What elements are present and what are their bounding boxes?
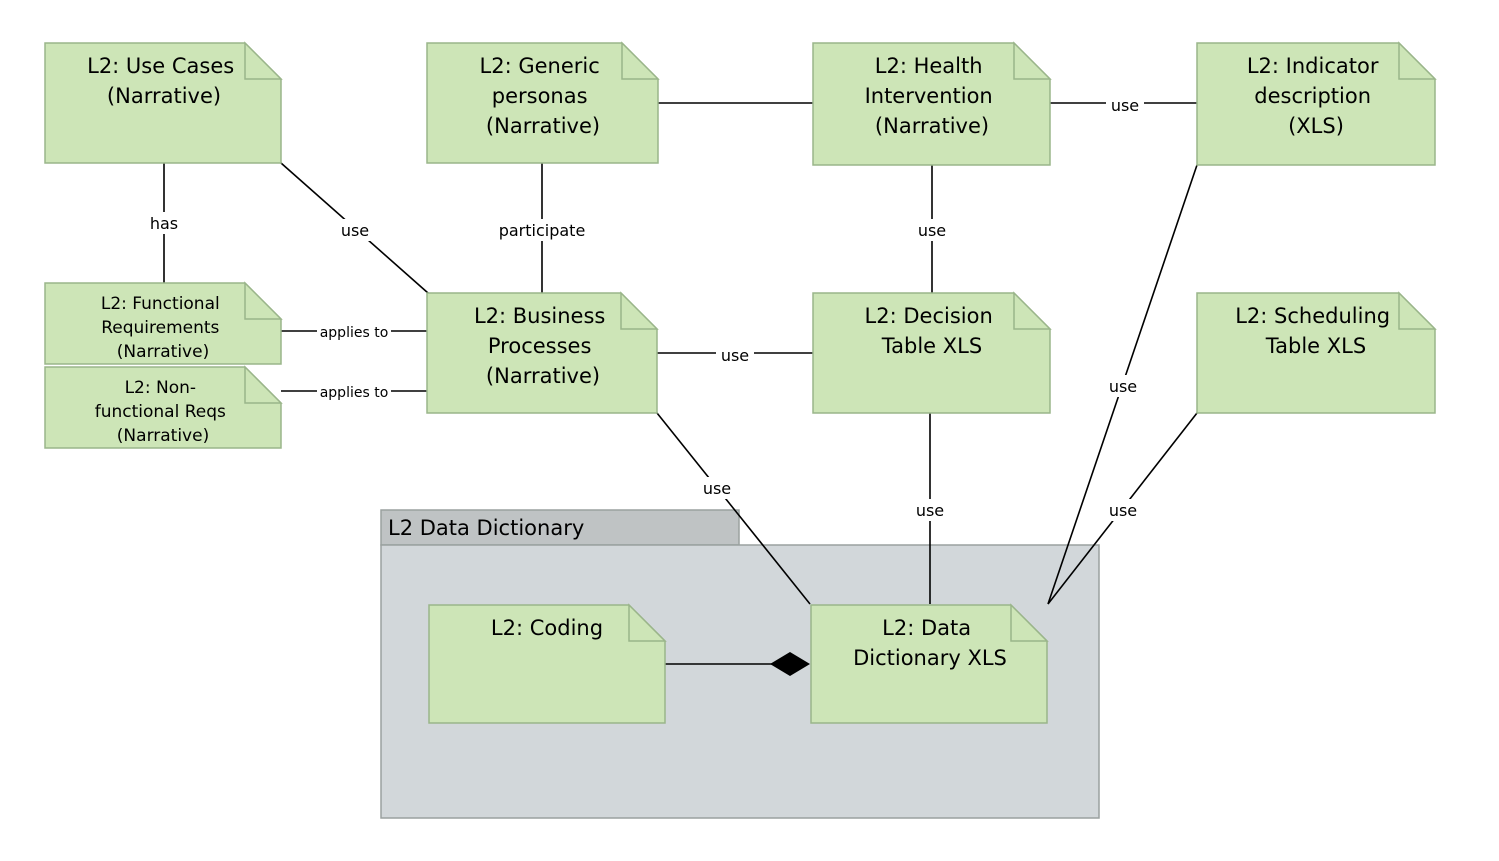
note-line: (Narrative) [117,342,209,362]
label-use-business-decision: use [721,346,749,365]
svg-text:L2: Business Processes: L2: Business Processes (Narrative) [474,304,612,388]
package-tab [380,509,740,546]
package-title: L2 Data Dictionary [388,516,584,540]
label-use-usecases-business: use [341,221,369,240]
note-line: (Narrative) [117,426,209,446]
label-applies-to-functional: applies to [320,325,389,341]
label-applies-to-nonfunctional: applies to [320,385,389,401]
connector-labels: has use participate use use applies to a… [144,94,1144,521]
svg-text:L2: Generic personas: L2: Generic personas (Narrative) [480,54,607,138]
label-use-decision-datadict: use [916,501,944,520]
svg-text:L2: Functional Requireme: L2: Functional Requirements (Narrative) [101,294,225,362]
svg-text:L2: Non- functional Reqs: L2: Non- functional Reqs (Narrative) [95,378,232,446]
svg-text:L2: Decision Table XLS: L2: Decision Table XLS [865,304,1000,358]
note-line: (Narrative) [107,84,221,108]
note-line: L2: Health [875,54,983,78]
edge-business-datadict [656,412,811,605]
label-use-business-datadict: use [703,479,731,498]
note-line: L2: Business [474,304,605,328]
note-health-intervention[interactable]: L2: Health Intervention (Narrative) [812,41,1052,166]
note-line: L2: Data [882,616,971,640]
note-line: L2: Non- [125,378,196,398]
note-line: L2: Functional [101,294,220,314]
note-indicator-description[interactable]: L2: Indicator description (XLS) [1196,41,1437,166]
note-line: (Narrative) [875,114,989,138]
label-has: has [150,214,178,233]
note-line: description [1254,84,1371,108]
note-line: L2: Coding [491,616,603,640]
svg-text:L2: Indicator descriptio: L2: Indicator description (XLS) [1247,54,1385,138]
note-line: L2: Scheduling [1235,304,1390,328]
note-line: (XLS) [1288,114,1344,138]
note-line: Requirements [101,318,219,338]
note-line: (Narrative) [486,114,600,138]
note-line: L2: Generic [480,54,600,78]
note-generic-personas[interactable]: L2: Generic personas (Narrative) [426,41,660,164]
note-line: Table XLS [881,334,982,358]
note-line: Processes [488,334,592,358]
note-coding[interactable]: L2: Coding [428,603,667,724]
svg-text:L2: Data Dictionary XLS: L2: Data Dictionary XLS [853,616,1007,670]
note-use-cases[interactable]: L2: Use Cases (Narrative) [44,41,283,164]
svg-text:L2: Scheduling Table XLS: L2: Scheduling Table XLS [1235,304,1397,358]
note-line: L2: Decision [865,304,993,328]
note-functional-requirements[interactable]: L2: Functional Requirements (Narrative) [44,281,283,365]
note-business-processes[interactable]: L2: Business Processes (Narrative) [426,291,659,414]
note-line: Table XLS [1265,334,1366,358]
note-line: Intervention [865,84,993,108]
note-line: (Narrative) [486,364,600,388]
note-line: functional Reqs [95,402,226,422]
label-use-health-indicator: use [1111,96,1139,115]
note-line: Dictionary XLS [853,646,1007,670]
note-decision-table[interactable]: L2: Decision Table XLS [812,291,1052,414]
note-data-dictionary[interactable]: L2: Data Dictionary XLS [810,603,1049,724]
composition-diamond-icon [770,652,810,676]
note-scheduling-table[interactable]: L2: Scheduling Table XLS [1196,291,1437,414]
svg-text:L2: Health Intervention: L2: Health Intervention (Narrative) [865,54,1000,138]
label-use-indicator-datadict: use [1109,377,1137,396]
note-nonfunctional-reqs[interactable]: L2: Non- functional Reqs (Narrative) [44,365,283,449]
svg-text:L2: Use Cases (Narrative: L2: Use Cases (Narrative) [87,54,241,108]
note-line: L2: Indicator [1247,54,1379,78]
svg-text:L2: Coding: L2: Coding [491,616,603,640]
label-participate: participate [499,221,586,240]
note-line: personas [492,84,588,108]
label-use-health-decision: use [918,221,946,240]
label-use-scheduling-datadict: use [1109,501,1137,520]
note-line: L2: Use Cases [87,54,234,78]
